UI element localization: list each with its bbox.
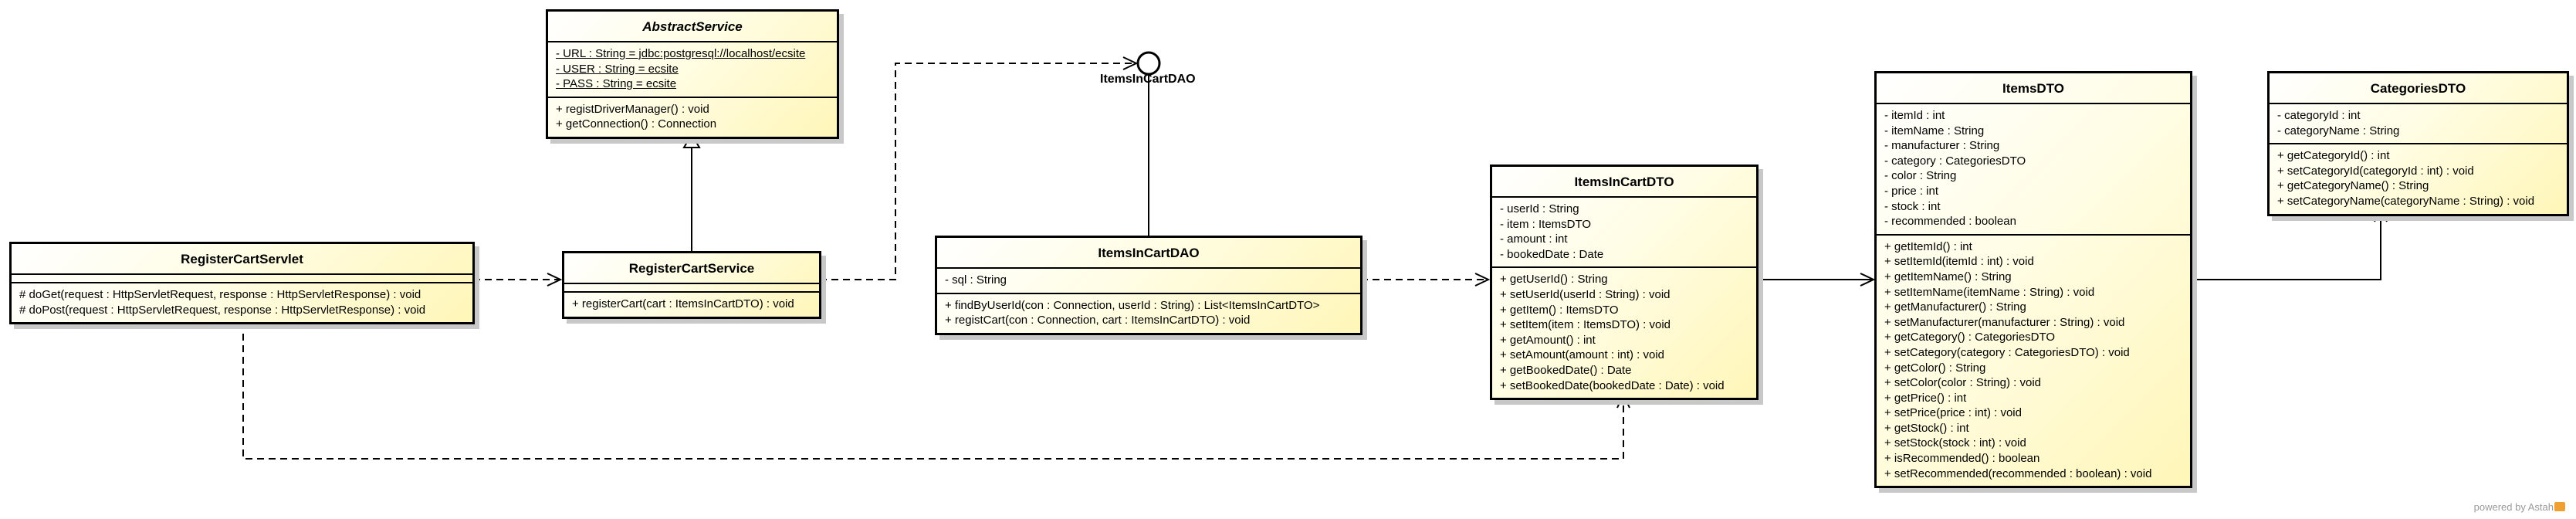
class-name: ItemsInCartDAO [1098,246,1200,260]
operation: + getCategoryName() : String [2277,179,2429,193]
attribute: - color : String [1884,169,1957,183]
operations-section: # doGet(request : HttpServletRequest, re… [12,282,472,322]
operation: + setItemId(itemId : int) : void [1884,255,2034,269]
class-abstract-service[interactable]: AbstractService - URL : String = jdbc:po… [546,9,839,139]
class-name: CategoriesDTO [2370,81,2466,96]
attribute: - PASS : String = ecsite [556,77,677,91]
operation: + registerCart(cart : ItemsInCartDTO) : … [572,297,794,310]
operation: # doPost(request : HttpServletRequest, r… [19,303,426,317]
watermark-text: powered by Astah [2473,501,2554,513]
operations-section: + registerCart(cart : ItemsInCartDTO) : … [564,291,819,317]
operation: + setItemName(itemName : String) : void [1884,285,2095,299]
class-name: RegisterCartService [628,261,755,276]
operation: + getItem() : ItemsDTO [1500,303,1619,317]
class-items-dto[interactable]: ItemsDTO - itemId : int - itemName : Str… [1874,71,2192,489]
operations-section: + registDriverManager() : void + getConn… [548,96,837,137]
attributes-section: - userId : String - item : ItemsDTO - am… [1492,196,1756,266]
astah-logo-icon [2554,502,2565,511]
attribute: - USER : String = ecsite [556,62,679,76]
operation: + getColor() : String [1884,361,1986,375]
attribute: - URL : String = jdbc:postgresql://local… [556,47,806,60]
operation: + getConnection() : Connection [556,117,717,131]
attributes-section: - itemId : int - itemName : String - man… [1877,103,2190,234]
attribute: - categoryId : int [2277,109,2361,122]
class-categories-dto[interactable]: CategoriesDTO - categoryId : int - categ… [2267,71,2569,216]
attributes-section: - sql : String [937,267,1360,293]
association-itemsdto-to-categories [2192,206,2388,280]
operations-section: + getItemId() : int + setItemId(itemId :… [1877,233,2190,487]
class-name: ItemsDTO [2002,81,2064,96]
operation: + getItemName() : String [1884,270,2012,283]
class-name: RegisterCartServlet [181,252,303,266]
operations-section: + getCategoryId() : int + setCategoryId(… [2270,143,2567,213]
operation: + getUserId() : String [1500,273,1608,287]
operation: + findByUserId(con : Connection, userId … [945,298,1320,312]
operation: + setManufacturer(manufacturer : String)… [1884,315,2125,329]
operation: + getItemId() : int [1884,239,1972,253]
interface-label: ItemsInCartDAO [1100,73,1196,86]
operation: + getAmount() : int [1500,333,1596,347]
operation: + setCategoryName(categoryName : String)… [2277,194,2535,208]
operations-section: + findByUserId(con : Connection, userId … [937,292,1360,333]
class-items-in-cart-dao[interactable]: ItemsInCartDAO - sql : String + findByUs… [935,236,1362,335]
attribute: - category : CategoriesDTO [1884,154,2026,168]
operation: + getPrice() : int [1884,391,1967,405]
attributes-section [12,273,472,282]
operation: + setUserId(userId : String) : void [1500,287,1671,301]
class-name: AbstractService [642,19,743,34]
attributes-section: - categoryId : int - categoryName : Stri… [2270,103,2567,143]
attribute: - manufacturer : String [1884,139,2000,153]
dependency-servlet-to-cartdto [242,322,1630,460]
interface-circle [1136,51,1161,76]
attribute: - sql : String [945,273,1007,287]
attribute: - stock : int [1884,199,1941,213]
operation: + getCategory() : CategoriesDTO [1884,331,2056,344]
class-register-cart-servlet[interactable]: RegisterCartServlet # doGet(request : Ht… [9,242,475,325]
watermark: powered by Astah [2474,501,2565,513]
attribute: - bookedDate : Date [1500,247,1604,261]
operations-section: + getUserId() : String + setUserId(userI… [1492,266,1756,398]
attribute: - categoryName : String [2277,124,2400,137]
operation: + setPrice(price : int) : void [1884,406,2022,420]
operation: + getManufacturer() : String [1884,300,2026,314]
operation: + setBookedDate(bookedDate : Date) : voi… [1500,378,1725,392]
operation: + getCategoryId() : int [2277,149,2390,163]
operation: + getStock() : int [1884,421,1969,435]
operation: + isRecommended() : boolean [1884,452,2040,466]
class-register-cart-service[interactable]: RegisterCartService + registerCart(cart … [562,251,821,319]
operation: # doGet(request : HttpServletRequest, re… [19,288,421,301]
class-name: ItemsInCartDTO [1574,175,1674,189]
dependency-service-to-interface [820,56,1139,280]
attribute: - itemName : String [1884,124,1985,137]
attribute: - recommended : boolean [1884,215,2016,229]
operation: + getBookedDate() : Date [1500,363,1632,377]
attributes-section [564,283,819,291]
operation: + registCart(con : Connection, cart : It… [945,314,1251,327]
attribute: - amount : int [1500,232,1568,246]
operation: + setItem(item : ItemsDTO) : void [1500,318,1671,332]
attribute: - item : ItemsDTO [1500,217,1592,231]
operation: + setCategory(category : CategoriesDTO) … [1884,345,2130,359]
operation: + setCategoryId(categoryId : int) : void [2277,164,2474,178]
class-items-in-cart-dto[interactable]: ItemsInCartDTO - userId : String - item … [1490,165,1759,401]
operation: + setColor(color : String) : void [1884,376,2041,390]
attributes-section: - URL : String = jdbc:postgresql://local… [548,41,837,97]
attribute: - price : int [1884,184,1939,198]
attribute: - itemId : int [1884,109,1945,122]
operation: + registDriverManager() : void [556,102,709,116]
operation: + setAmount(amount : int) : void [1500,348,1665,362]
operation: + setRecommended(recommended : boolean) … [1884,466,2152,480]
generalization-arrowhead [682,133,701,148]
operation: + setStock(stock : int) : void [1884,436,2026,450]
attribute: - userId : String [1500,202,1579,215]
